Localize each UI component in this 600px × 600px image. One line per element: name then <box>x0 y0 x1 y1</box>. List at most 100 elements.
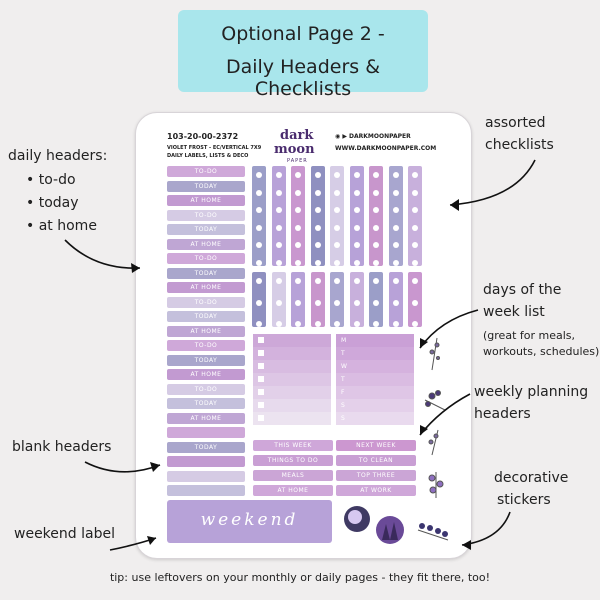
checklist-column <box>408 166 422 266</box>
checklist-column <box>349 166 364 266</box>
annotation-weekly-2: headers <box>474 406 531 422</box>
daily-header-sticker <box>167 456 245 467</box>
annotation-blank-headers: blank headers <box>12 439 112 455</box>
checklist-column <box>388 166 403 266</box>
checklist-circle <box>314 172 321 178</box>
meta-line-2: DAILY LABELS, LISTS & DECO <box>167 153 249 159</box>
checklist-circle <box>334 299 340 306</box>
checklist-circle <box>275 299 282 306</box>
checklist-column <box>330 166 344 266</box>
checklist-circle <box>373 242 379 249</box>
checklist-circle <box>392 299 399 306</box>
checklist-circle <box>256 321 262 327</box>
checkbox <box>258 363 264 369</box>
checkbox-row <box>253 399 331 412</box>
checklist-circle <box>295 321 301 327</box>
checklist-column <box>330 272 344 327</box>
checklist-column <box>369 272 383 327</box>
weekly-header: TO CLEAN <box>336 455 416 466</box>
daily-header-sticker: TO-DO <box>167 253 245 264</box>
checklist-column <box>252 272 266 327</box>
checklist-circle <box>353 321 360 327</box>
checklist-circle <box>275 260 282 266</box>
checklist-circle <box>314 224 321 231</box>
checkbox-row <box>253 360 331 373</box>
daily-header-sticker: AT HOME <box>167 325 245 337</box>
logo-dark-text: dark <box>280 128 314 143</box>
checklist-circle <box>256 278 262 284</box>
checkbox <box>258 389 264 395</box>
daily-header-sticker: TODAY <box>167 267 245 279</box>
title-line-2: Daily Headers & Checklists <box>225 56 381 100</box>
arrow-daily-headers <box>64 239 141 269</box>
checklist-circle <box>412 321 418 327</box>
checklist-circle <box>412 224 418 231</box>
checklist-circle <box>256 172 262 178</box>
checklist-column <box>291 166 305 266</box>
daily-header-sticker: TO-DO <box>167 340 245 351</box>
weekly-header: AT HOME <box>253 485 333 496</box>
checklist-circle <box>353 224 360 231</box>
checklist-circle <box>412 207 418 214</box>
checklist-circle <box>412 299 418 306</box>
social-icons: ◉ ▶ <box>335 133 350 140</box>
checklist-circle <box>256 189 262 196</box>
checklist-column <box>271 166 286 266</box>
title-banner: Optional Page 2 - Daily Headers & Checkl… <box>178 10 428 100</box>
day-row: S <box>336 412 414 425</box>
checklist-circle <box>392 224 399 231</box>
checklist-circle <box>392 321 399 327</box>
checklist-circle <box>373 189 379 196</box>
daily-header-sticker: TODAY <box>167 398 245 409</box>
checklist-circle <box>334 260 340 266</box>
checklist-circle <box>412 260 418 266</box>
checklist-circle <box>275 207 282 214</box>
checklist-circle <box>392 278 399 284</box>
checklist-column <box>271 272 286 327</box>
checklist-circle <box>334 189 340 196</box>
annotation-decorative-2: stickers <box>497 492 551 508</box>
daily-header-sticker: AT HOME <box>167 412 245 424</box>
checklist-circle <box>295 278 301 284</box>
checklist-circle <box>392 189 399 196</box>
checklist-circle <box>373 321 379 327</box>
annotation-days-1: days of the <box>483 282 562 298</box>
checklist-circle <box>314 299 321 306</box>
checklist-circle <box>353 172 360 178</box>
checklist-column <box>349 272 364 327</box>
checklist-circle <box>275 172 282 178</box>
daily-header-sticker: TODAY <box>167 354 245 366</box>
checklist-circle <box>373 299 379 306</box>
checklist-circle <box>334 321 340 327</box>
checklist-circle <box>314 260 321 266</box>
checklist-circle <box>412 278 418 284</box>
checklist-circle <box>353 299 360 306</box>
checklist-circle <box>314 207 321 214</box>
checklist-circle <box>392 172 399 178</box>
day-row: F <box>336 386 414 399</box>
day-row: W <box>336 360 414 373</box>
daily-header-sticker: AT HOME <box>167 369 245 380</box>
annotation-assorted-1: assorted <box>485 115 546 131</box>
checklist-circle <box>295 224 301 231</box>
weekly-header: AT WORK <box>336 485 416 496</box>
checklist-circle <box>412 242 418 249</box>
checklist-circle <box>314 189 321 196</box>
logo-moon-text: moon <box>274 142 315 157</box>
daily-header-sticker: TODAY <box>167 224 245 235</box>
daily-header-sticker <box>167 470 245 482</box>
checklist-circle <box>334 242 340 249</box>
annotation-weekend: weekend label <box>14 526 115 542</box>
checklist-circle <box>275 224 282 231</box>
daily-header-sticker <box>167 427 245 438</box>
bullet-text: today <box>38 195 79 211</box>
checklist-column <box>310 166 325 266</box>
annotation-daily-headers: daily headers: <box>8 148 108 164</box>
checklist-circle <box>275 189 282 196</box>
social-handle: ◉ ▶ DARKMOONPAPER <box>335 133 411 140</box>
day-row: T <box>336 347 414 360</box>
weekly-header: THIS WEEK <box>253 440 333 451</box>
meta-line-1: VIOLET FROST - EC/VERTICAL 7X9 <box>167 145 262 151</box>
checklist-circle <box>412 189 418 196</box>
checklist-column <box>291 272 305 327</box>
